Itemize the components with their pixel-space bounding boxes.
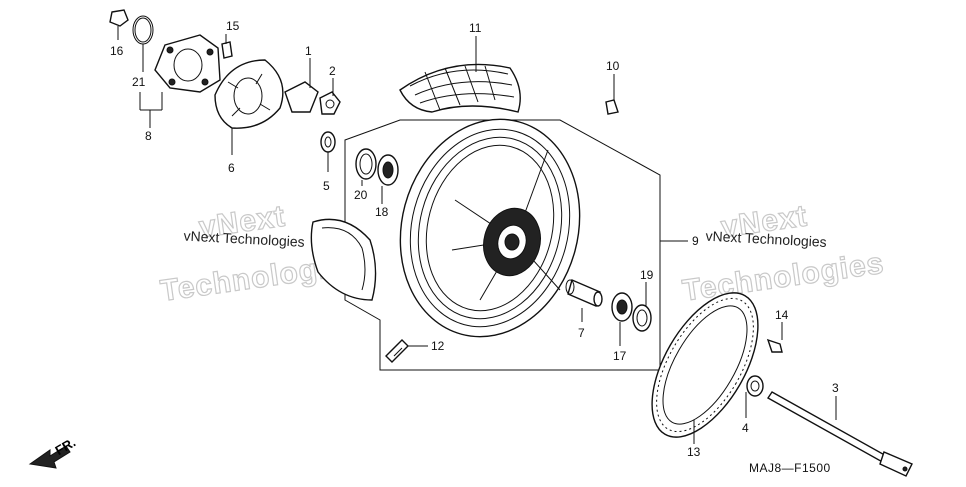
axle-shaft (766, 391, 913, 477)
collar-part-4 (746, 375, 764, 397)
washer-part-5 (320, 131, 336, 153)
callout-16: 16 (110, 44, 124, 58)
callout-20: 20 (354, 188, 368, 202)
seal-part-20 (355, 148, 377, 180)
watermark-small-text: vNext Technologies (705, 228, 827, 250)
bolt-part-14 (766, 338, 783, 353)
seal-part-19 (632, 304, 652, 332)
balance-weight-part-10 (605, 99, 619, 115)
bearing-part-17 (611, 292, 633, 322)
callout-18: 18 (375, 205, 389, 219)
nut-part-16 (109, 9, 129, 27)
callout-11: 11 (469, 21, 482, 35)
callout-9: 9 (692, 234, 699, 248)
callout-13: 13 (687, 445, 701, 459)
front-direction-indicator: FR. (28, 435, 78, 469)
brake-disc (651, 292, 759, 438)
leader-lines (117, 26, 837, 444)
callout-15: 15 (226, 19, 240, 33)
callout-5: 5 (323, 179, 330, 193)
rubber-damper (284, 81, 319, 113)
tire-side-view (310, 218, 377, 301)
callout-19: 19 (640, 268, 654, 282)
watermark-right: vNext Technologies vNext Technologies (680, 199, 887, 308)
callout-12: 12 (431, 339, 445, 353)
callout-17: 17 (613, 349, 627, 363)
callout-6: 6 (228, 161, 235, 175)
watermark-small-text: vNext Technologies (183, 228, 305, 250)
tire-part (399, 63, 521, 113)
rear-wheel (399, 118, 581, 338)
callout-2: 2 (329, 64, 336, 78)
watermark-big-line2: Technologies (681, 247, 887, 308)
valve-part-12 (385, 339, 409, 363)
callout-8: 8 (145, 129, 152, 143)
bearing-part-18 (377, 154, 399, 186)
front-arrow-icon (28, 445, 71, 469)
callout-14: 14 (775, 308, 789, 322)
oring-part (132, 15, 154, 45)
collar-part-2 (319, 91, 341, 115)
driven-plate (214, 59, 284, 129)
callout-10: 10 (606, 59, 620, 73)
callout-labels: 1 2 3 4 5 6 7 8 9 10 11 12 13 14 15 16 1… (110, 19, 839, 459)
hub-flange (154, 34, 221, 93)
callout-21: 21 (132, 75, 146, 89)
wheel-assembly-bracket (344, 119, 661, 371)
callout-7: 7 (578, 326, 585, 340)
callout-4: 4 (742, 421, 749, 435)
callout-1: 1 (305, 44, 312, 58)
diagram-code: MAJ8—F1500 (749, 461, 831, 475)
bolt-part-15 (221, 41, 233, 59)
callout-3: 3 (832, 381, 839, 395)
distance-collar (565, 279, 603, 307)
